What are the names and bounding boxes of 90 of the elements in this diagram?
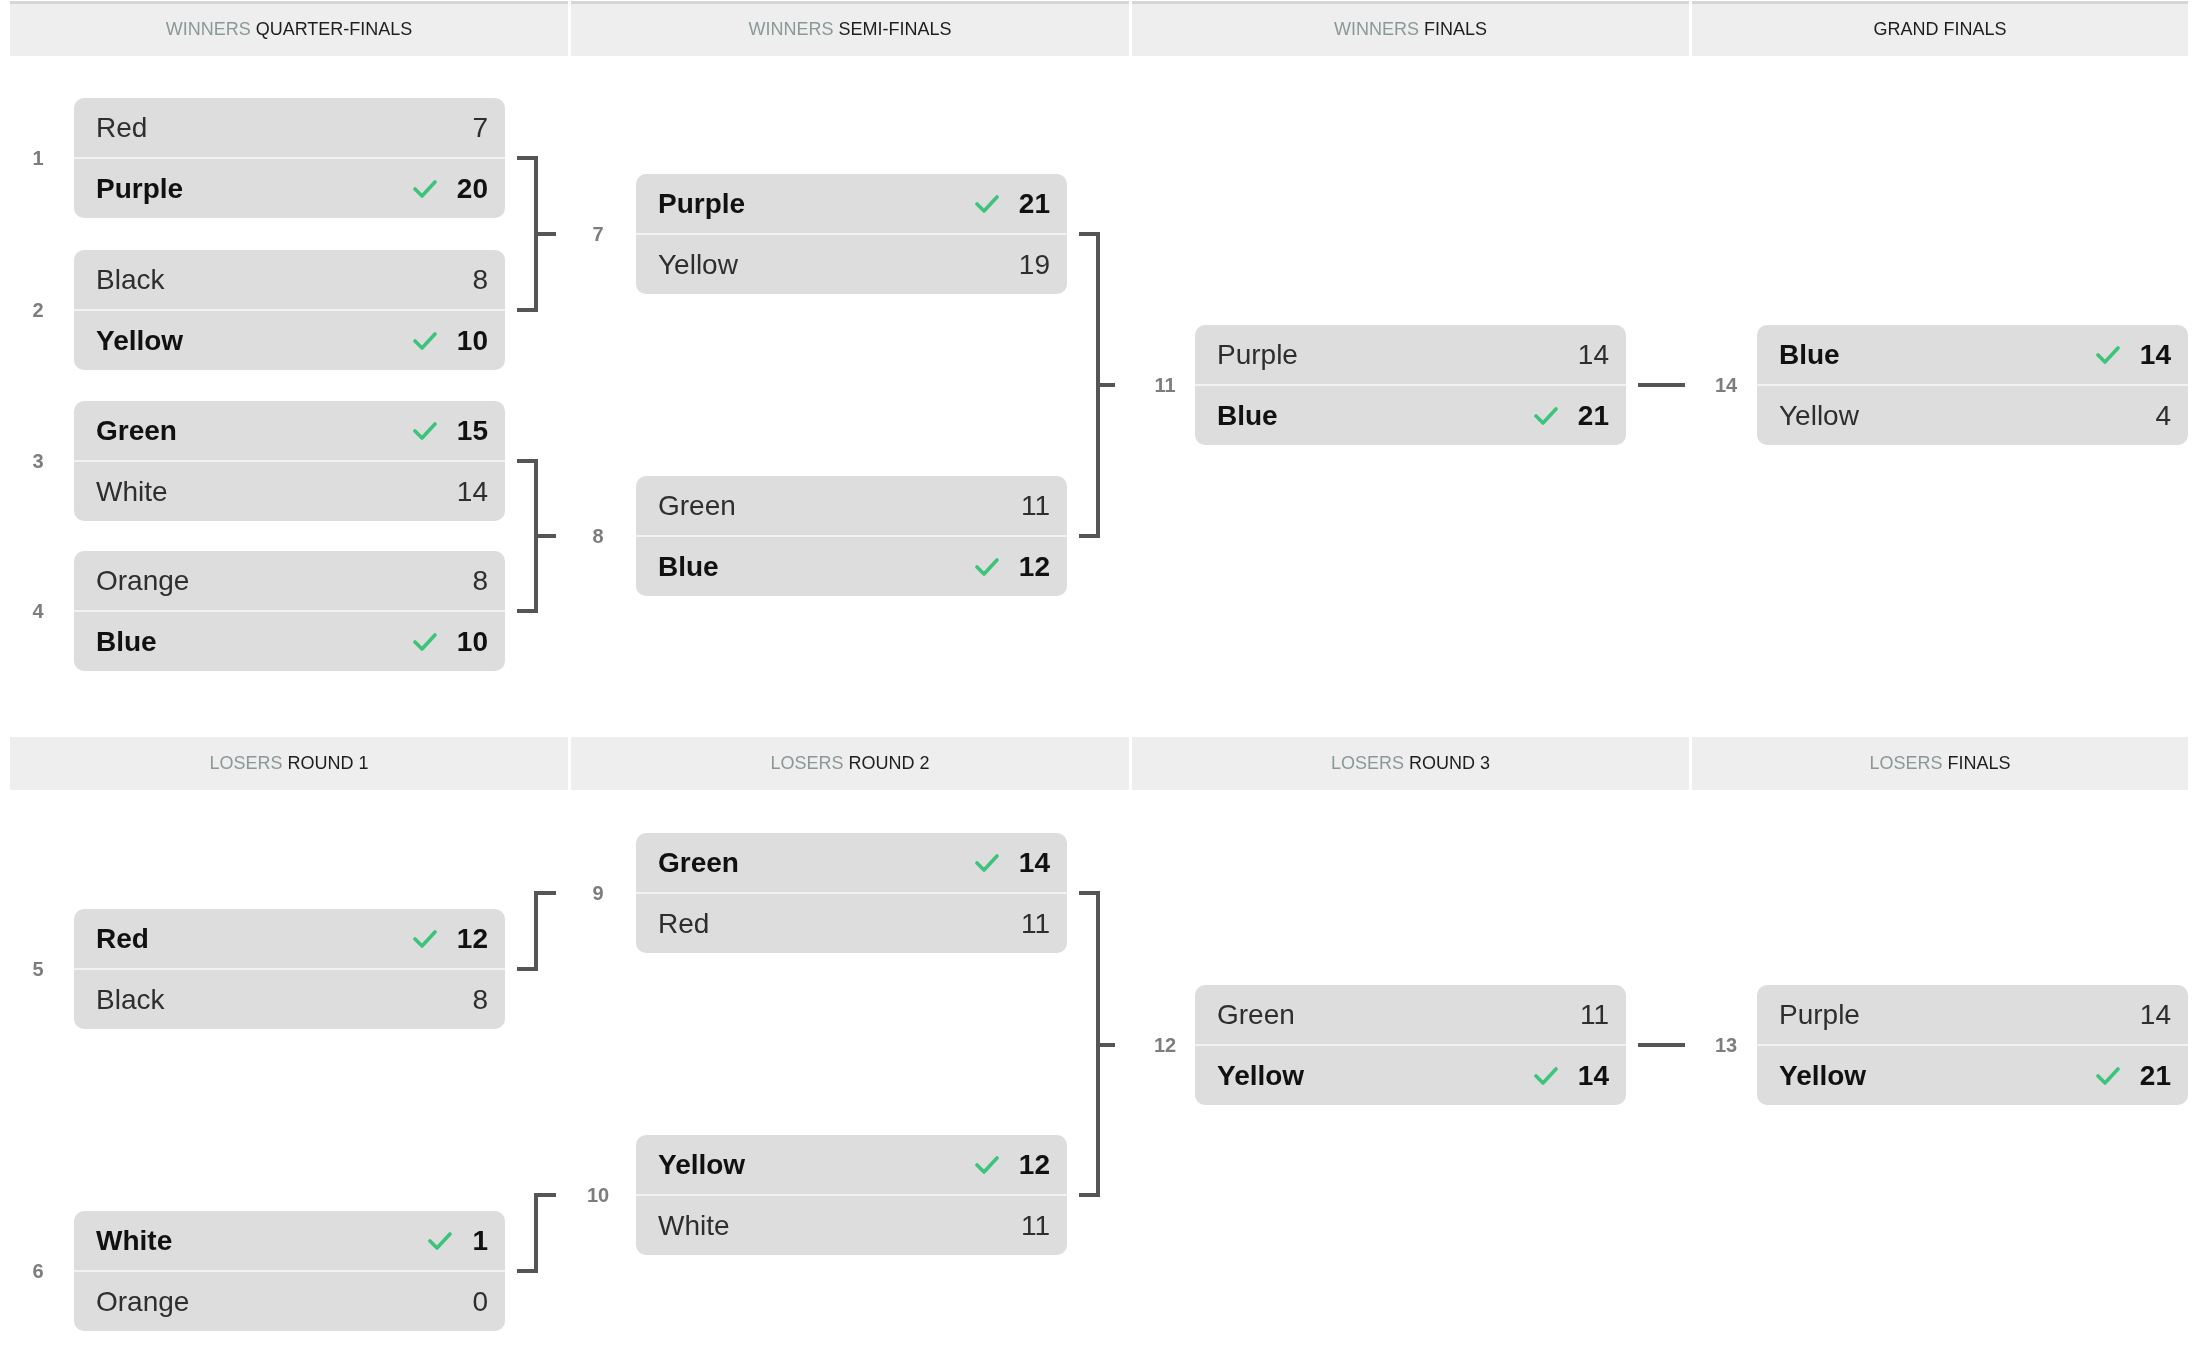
bracket-line — [517, 232, 556, 312]
header-band — [1692, 1, 2188, 56]
column-title: GRAND FINALS — [1873, 19, 2007, 41]
team-name: Green — [96, 413, 178, 448]
team-name: Blue — [1779, 337, 1841, 372]
match-number: 3 — [32, 451, 44, 471]
score: 0 — [472, 1284, 488, 1319]
score: 14 — [456, 474, 488, 509]
score: 8 — [472, 982, 488, 1017]
score: 11 — [1020, 1208, 1050, 1243]
column-title: LOSERS ROUND 3 — [1330, 752, 1490, 775]
match-number: 2 — [32, 300, 44, 320]
match-number: 4 — [32, 601, 44, 621]
score: 7 — [472, 110, 488, 145]
column-title: LOSERS FINALS — [1869, 752, 2011, 775]
team-name: Yellow — [658, 247, 739, 282]
team-name: Blue — [96, 624, 158, 659]
score: 8 — [472, 262, 488, 297]
column-title: WINNERS SEMI-FINALS — [748, 19, 952, 41]
team-name: Green — [658, 488, 737, 523]
score: 1 — [472, 1223, 488, 1258]
team-name: White — [96, 1223, 174, 1258]
team-name: Black — [96, 982, 166, 1017]
score: 11 — [1579, 997, 1609, 1032]
team-name: Yellow — [96, 323, 185, 358]
score: 21 — [2139, 1058, 2171, 1093]
team-name: Yellow — [658, 1147, 747, 1182]
score: 21 — [1577, 398, 1609, 433]
score: 11 — [1020, 906, 1050, 941]
score: 10 — [456, 624, 488, 659]
header-band — [1132, 1, 1689, 56]
score: 11 — [1020, 488, 1050, 523]
team-name: Green — [658, 845, 740, 880]
score: 15 — [456, 413, 488, 448]
match-number: 13 — [1714, 1035, 1738, 1055]
team-name: Purple — [658, 186, 747, 221]
score: 10 — [456, 323, 488, 358]
team-name: Blue — [1217, 398, 1279, 433]
score: 14 — [2139, 337, 2171, 372]
bracket-line — [1079, 1043, 1115, 1197]
team-name: Black — [96, 262, 166, 297]
score: 14 — [1577, 1058, 1609, 1093]
connector-line — [1638, 1043, 1685, 1047]
team-name: Red — [96, 921, 150, 956]
score: 8 — [472, 563, 488, 598]
bracket-line — [1079, 383, 1115, 538]
team-name: Purple — [1217, 337, 1299, 372]
column-title: LOSERS ROUND 1 — [209, 752, 369, 775]
match-number: 11 — [1154, 375, 1176, 395]
connector-line — [1638, 383, 1685, 387]
score: 14 — [1577, 337, 1609, 372]
team-name: Orange — [96, 1284, 191, 1319]
team-name: White — [658, 1208, 731, 1243]
score: 14 — [2139, 997, 2171, 1032]
team-name: Yellow — [1779, 1058, 1868, 1093]
match-number: 7 — [592, 224, 604, 244]
match-number: 14 — [1714, 375, 1738, 395]
team-name: Yellow — [1779, 398, 1860, 433]
team-name: Yellow — [1217, 1058, 1306, 1093]
bracket-line — [517, 891, 556, 971]
bracket-line — [517, 1193, 556, 1273]
header-band — [10, 1, 568, 56]
column-title: LOSERS ROUND 2 — [770, 752, 930, 775]
team-name: Green — [1217, 997, 1296, 1032]
team-name: Blue — [658, 549, 720, 584]
team-name: Purple — [96, 171, 185, 206]
score: 12 — [1018, 549, 1050, 584]
team-name: Purple — [1779, 997, 1861, 1032]
score: 19 — [1018, 247, 1050, 282]
team-name: White — [96, 474, 169, 509]
match-number: 9 — [592, 883, 604, 903]
match-number: 12 — [1153, 1035, 1177, 1055]
match-number: 1 — [32, 148, 44, 168]
score: 14 — [1018, 845, 1050, 880]
match-number: 8 — [592, 526, 604, 546]
score: 12 — [1018, 1147, 1050, 1182]
bracket-line — [517, 534, 556, 613]
score: 20 — [456, 171, 488, 206]
score: 21 — [1018, 186, 1050, 221]
score: 12 — [456, 921, 488, 956]
team-name: Red — [96, 110, 149, 145]
match-number: 5 — [32, 959, 44, 979]
team-name: Orange — [96, 563, 191, 598]
match-number: 10 — [586, 1185, 610, 1205]
column-title: WINNERS QUARTER-FINALS — [165, 19, 413, 41]
score: 4 — [2155, 398, 2171, 433]
team-name: Red — [658, 906, 711, 941]
header-band — [571, 1, 1129, 56]
match-number: 6 — [32, 1261, 44, 1281]
column-title: WINNERS FINALS — [1334, 19, 1487, 41]
